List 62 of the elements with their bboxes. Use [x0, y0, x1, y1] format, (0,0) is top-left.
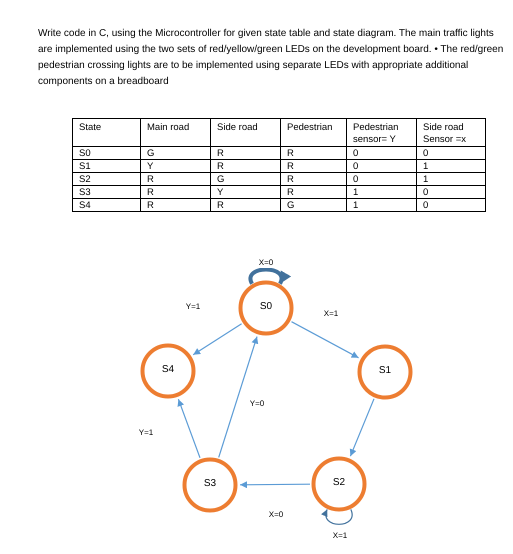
table-cell: R [280, 146, 346, 160]
table-cell: 1 [346, 186, 416, 198]
table-cell: 0 [416, 198, 486, 212]
table-cell: Y [140, 160, 210, 172]
arrow [178, 399, 201, 458]
table-cell: G [280, 198, 346, 212]
column-header: Side road Sensor =x [416, 118, 486, 146]
state-circle [182, 457, 238, 513]
table-cell: S4 [72, 198, 140, 212]
arrow [291, 321, 359, 358]
arrow [350, 398, 375, 456]
table-cell: R [280, 160, 346, 172]
state-name: S1 [378, 365, 392, 377]
table-cell: 0 [416, 186, 486, 198]
table-cell: S1 [72, 160, 140, 172]
column-header: Pedestrian sensor= Y [346, 118, 416, 146]
table-cell: R [140, 172, 210, 186]
self-loop-arrow [322, 509, 353, 525]
state-circle [140, 343, 196, 399]
table-cell: G [140, 146, 210, 160]
table-cell: G [210, 172, 280, 186]
column-header: Pedestrian [280, 118, 346, 146]
self-loop-arrow [248, 267, 290, 284]
column-header: Side road [210, 118, 280, 146]
instructions-text: Write code in C, using the Microcontroller for given state table and state diagram. The main traffic lights are implemented using the two sets of red/yellow/green LEDs on the development board. • The red/green pedestrian crossing lights are to be implemented using separate LEDs with appropriate additional components on a breadboard [38, 27, 504, 89]
table-cell: 1 [416, 172, 486, 186]
table-cell: R [210, 146, 280, 160]
arrow [192, 323, 242, 356]
state-circle [311, 456, 367, 512]
table-cell: R [140, 198, 210, 212]
table-cell: R [140, 186, 210, 198]
table-cell: R [280, 172, 346, 186]
table-cell: R [210, 198, 280, 212]
table-cell: S0 [72, 146, 140, 160]
table-cell: 0 [346, 146, 416, 160]
edge-label: Y=0 [248, 399, 266, 409]
table-cell: 0 [346, 172, 416, 186]
edge-label: X=0 [258, 258, 274, 268]
table-cell: R [210, 160, 280, 172]
state-circle [357, 344, 413, 400]
table-cell: Y [210, 186, 280, 198]
table-cell: S3 [72, 186, 140, 198]
edge-label: X=0 [268, 510, 284, 520]
edge-label: X=1 [322, 309, 340, 319]
table-cell: 0 [416, 146, 486, 160]
arrow [218, 336, 258, 458]
table-cell: 0 [346, 160, 416, 172]
edge-label: Y=1 [184, 302, 202, 312]
edge-label: Y=1 [138, 428, 154, 438]
table-cell: S2 [72, 172, 140, 186]
edge-label: X=1 [332, 531, 348, 541]
table-cell: 1 [416, 160, 486, 172]
state-name: S3 [204, 478, 216, 490]
arrow [240, 481, 310, 488]
column-header: State [72, 118, 140, 146]
state-name: S2 [332, 477, 346, 489]
column-header: Main road [140, 118, 210, 146]
state-name: S4 [162, 364, 174, 376]
state-name: S0 [260, 301, 272, 313]
table-cell: R [280, 186, 346, 198]
table-cell: 1 [346, 198, 416, 212]
state-circle [238, 280, 294, 336]
